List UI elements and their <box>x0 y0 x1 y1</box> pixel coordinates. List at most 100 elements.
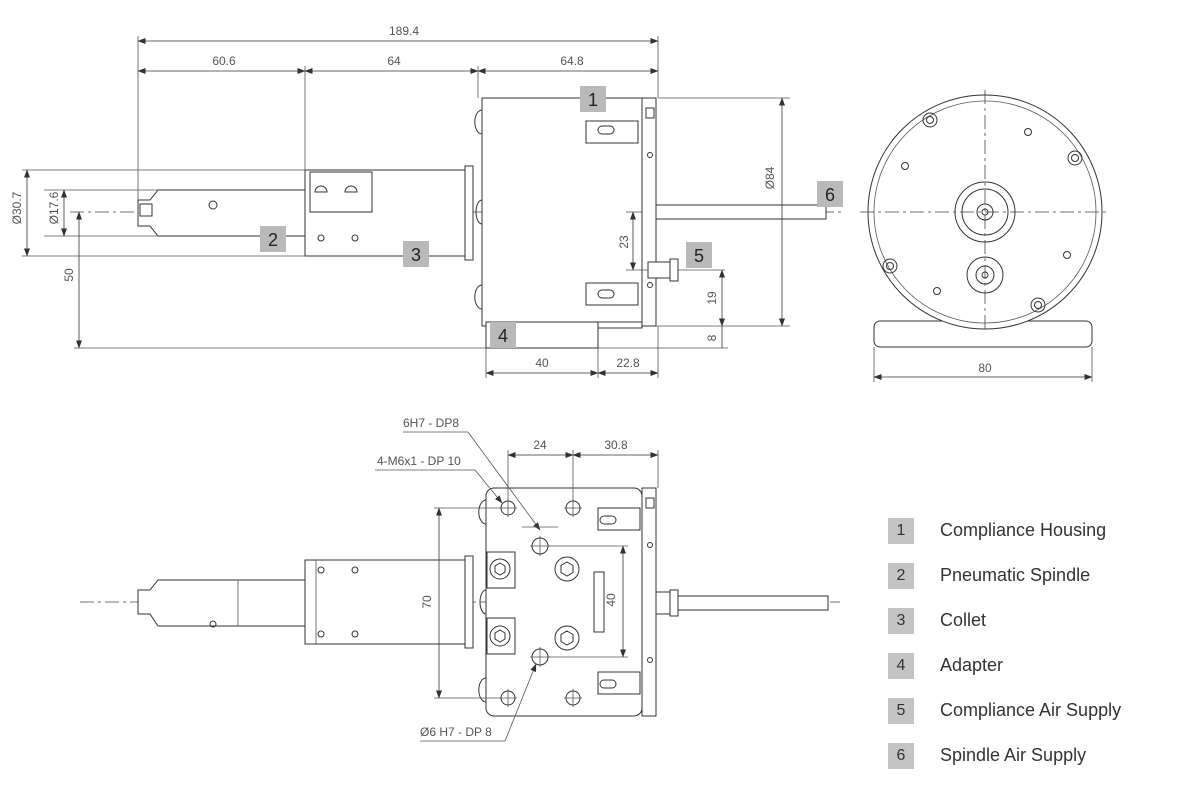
end-view-hole-4 <box>1063 251 1071 259</box>
spindle-tip <box>139 203 153 217</box>
legend-label: Adapter <box>940 655 1004 675</box>
end-view-center-boss <box>954 181 1016 243</box>
bottom-socket-screw-1 <box>554 556 580 582</box>
adapter-step <box>597 321 643 329</box>
bottom-collet <box>304 559 466 645</box>
tag-1: 1 <box>580 86 606 112</box>
legend-label: Pneumatic Spindle <box>940 565 1091 585</box>
dim-spindle-diameter: Ø17.6 <box>47 191 61 224</box>
bottom-clamp-bottom <box>486 617 516 655</box>
legend-number: 5 <box>888 697 914 724</box>
housing-slot-bottom-hole <box>597 289 615 299</box>
end-view-center-bore <box>976 203 994 221</box>
dim-housing-diameter: Ø84 <box>763 166 777 189</box>
legend-item-compliance-housing: 1 Compliance Housing <box>888 508 1178 553</box>
bottom-spindle <box>137 579 306 627</box>
dim-adapter-length: 40 <box>535 356 549 370</box>
side-view: 189.4 60.6 64 64.8 Ø30.7 Ø17.6 50 Ø84 23… <box>10 24 845 378</box>
end-view-bolt-2 <box>1067 150 1083 166</box>
dim-air-height: 19 <box>705 291 719 305</box>
spindle-hole <box>208 200 218 210</box>
svg-text:5: 5 <box>694 246 704 266</box>
legend-number: 3 <box>888 607 914 634</box>
end-view-hole-2 <box>901 162 909 170</box>
collet-screw-2 <box>344 185 358 193</box>
legend-label: Collet <box>940 610 987 630</box>
dim-center-height: 50 <box>62 268 76 282</box>
svg-text:6: 6 <box>825 185 835 205</box>
bottom-view: 24 30.8 70 40 6H7 - DP8 4-M6x1 - DP 10 Ø… <box>80 416 840 742</box>
legend-number: 2 <box>888 562 914 589</box>
end-view: 80 <box>860 90 1110 382</box>
dim-outer-diameter: Ø30.7 <box>10 191 24 224</box>
legend-item-adapter: 4 Adapter <box>888 643 1178 688</box>
housing-cap <box>641 97 657 327</box>
bottom-adapter-key <box>593 571 605 633</box>
dim-adapter-overhang: 22.8 <box>616 356 640 370</box>
end-view-air-port <box>966 256 1004 294</box>
bottom-spindle-hole <box>209 620 217 628</box>
tag-6: 6 <box>817 181 843 207</box>
bottom-housing-cap <box>641 487 657 717</box>
dim-hole-offset-x: 30.8 <box>604 438 628 452</box>
legend-label: Compliance Air Supply <box>940 700 1122 720</box>
legend-number: 1 <box>888 517 914 544</box>
spindle-air-tube <box>655 204 827 220</box>
end-view-air-port-bore <box>981 271 989 279</box>
end-view-hole-3 <box>933 287 941 295</box>
compliance-air-fitting <box>647 261 671 279</box>
end-view-hole-1 <box>1024 128 1032 136</box>
dim-spindle-length: 60.6 <box>212 54 236 68</box>
dim-hole-pitch-x: 24 <box>533 438 547 452</box>
collet-body <box>304 169 466 257</box>
dim-air-offset: 23 <box>617 235 631 249</box>
dim-hole-spacing-inner: 40 <box>604 593 618 607</box>
tag-3: 3 <box>403 241 429 267</box>
bottom-air-tube <box>655 595 829 611</box>
collet-flange <box>464 165 474 261</box>
housing-cap-dot-1 <box>647 152 653 158</box>
legend-item-pneumatic-spindle: 2 Pneumatic Spindle <box>888 553 1178 598</box>
housing-bolt-3 <box>474 284 483 310</box>
end-view-bolt-4 <box>1030 297 1046 313</box>
tag-4: 4 <box>490 322 516 348</box>
svg-text:3: 3 <box>411 245 421 265</box>
dim-overall-length: 189.4 <box>389 24 419 38</box>
svg-text:4: 4 <box>498 326 508 346</box>
callout-thread: 4-M6x1 - DP 10 <box>377 454 461 468</box>
housing-slot-bottom <box>585 282 639 306</box>
dim-housing-length: 64.8 <box>560 54 584 68</box>
parts-legend: 1 Compliance Housing 2 Pneumatic Spindle… <box>888 508 1178 778</box>
tag-2: 2 <box>260 226 286 252</box>
collet-clamp <box>309 171 373 213</box>
end-view-air-port-inner <box>975 265 995 285</box>
end-view-bolt-1 <box>922 112 938 128</box>
bottom-socket-screw-2 <box>554 625 580 651</box>
housing-slot-top-hole <box>597 125 615 135</box>
housing-cap-dot-2 <box>647 282 653 288</box>
legend-number: 6 <box>888 742 914 769</box>
collet-hole-1 <box>317 234 325 242</box>
svg-text:2: 2 <box>268 230 278 250</box>
dim-collet-length: 64 <box>387 54 401 68</box>
svg-text:1: 1 <box>588 90 598 110</box>
collet-hole-2 <box>351 234 359 242</box>
callout-dowel-top: 6H7 - DP8 <box>403 416 459 430</box>
housing-slot-top <box>585 120 639 144</box>
legend-label: Spindle Air Supply <box>940 745 1087 765</box>
dim-base-thickness: 8 <box>705 334 719 341</box>
bottom-clamp-top <box>486 551 516 589</box>
compliance-air-nut <box>669 258 679 282</box>
bottom-adapter-plate <box>485 487 643 717</box>
bottom-collet-flange <box>464 555 474 649</box>
housing-bolt-1 <box>474 109 483 135</box>
dim-hole-spacing-outer: 70 <box>420 595 434 609</box>
callout-dowel-bottom: Ø6 H7 - DP 8 <box>420 725 492 739</box>
legend-item-collet: 3 Collet <box>888 598 1178 643</box>
collet-screw-1 <box>314 185 328 193</box>
tag-5: 5 <box>686 242 712 268</box>
legend-label: Compliance Housing <box>940 520 1107 540</box>
dim-flange-width: 80 <box>978 361 992 375</box>
end-view-center-ring <box>961 188 1009 236</box>
